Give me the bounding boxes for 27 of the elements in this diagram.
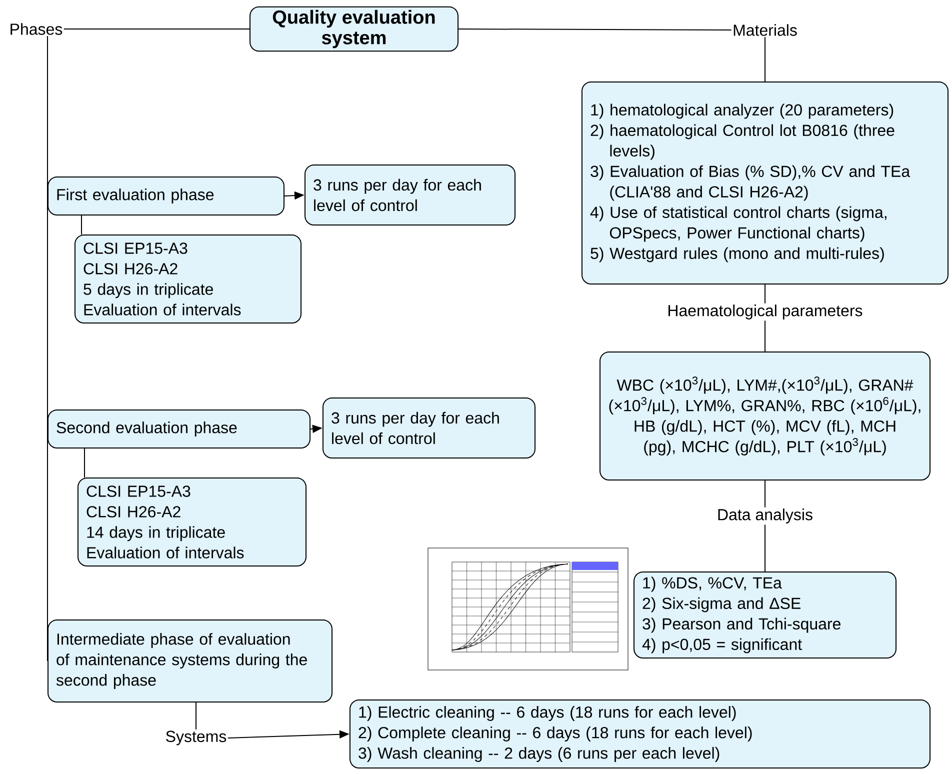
- text-box: First evaluation phase: [48, 176, 284, 216]
- text-box: WBC (×10$^{3}$/μL), LYM#,(×10$^{3}$/μL), GRAN# (×10$^{3}$/μL), LYM%, GRAN%, RBC (×10$^{6}$/μL), HB (g/dL), HCT (%), MCV (fL), MCH (pg), MCHC (g/dL), PLT (×10$^{3}$/μL): [600, 352, 931, 480]
- label-text: Data analysis: [718, 508, 812, 524]
- label-text: Phases: [10, 23, 62, 35]
- connector-line: [764, 320, 766, 352]
- connector-line: [764, 524, 766, 572]
- label-text: Haematological parameters: [668, 304, 862, 320]
- text-box: 3 runs per day for each level of control: [322, 398, 536, 458]
- connector-line: [84, 448, 85, 478]
- connector-line: [764, 480, 766, 508]
- title-box: Quality evaluation system: [250, 6, 458, 52]
- connector-line: [764, 284, 766, 304]
- text-box: CLSI EP15-A3 CLSI H26-A2 5 days in triplicate Evaluation of intervals: [74, 234, 302, 324]
- text-box: CLSI EP15-A3 CLSI H26-A2 14 days in triplicate Evaluation of intervals: [78, 478, 306, 566]
- text-box: 1) hematological analyzer (20 parameters) 2) haematological Control lot B0816 (three levels) 3) Evaluation of Bias (% SD),% CV and TEa (CLIA'88 and CLSI H26-A2) 4) Use of statistical control charts (sigma, OPSpecs, Power Functional charts) 5) Westgard rules (mono and multi-rules): [582, 82, 948, 284]
- text-box: 1) Electric cleaning -- 6 days (18 runs for each level) 2) Complete cleaning -- 6 days (18 runs for each level) 3) Wash cleaning -- 2 days (6 runs per each level): [350, 700, 931, 768]
- connector-line: [63, 28, 250, 30]
- label-text: Materials: [734, 24, 797, 36]
- connector-line: [764, 36, 766, 82]
- text-box: Intermediate phase of evaluation of maintenance systems during the second phase: [48, 620, 332, 702]
- text-box: 3 runs per day for each level of control: [304, 164, 516, 226]
- connector-line: [81, 215, 82, 235]
- label-text: Systems: [166, 730, 226, 746]
- text-box: Second evaluation phase: [48, 410, 310, 448]
- text-box: 1) %DS, %CV, TEa 2) Six-sigma and ΔSE 3) Pearson and Tchi-square 4) p<0,05 = significant: [634, 572, 896, 658]
- connector-line: [458, 28, 732, 30]
- connector-line: [47, 36, 48, 662]
